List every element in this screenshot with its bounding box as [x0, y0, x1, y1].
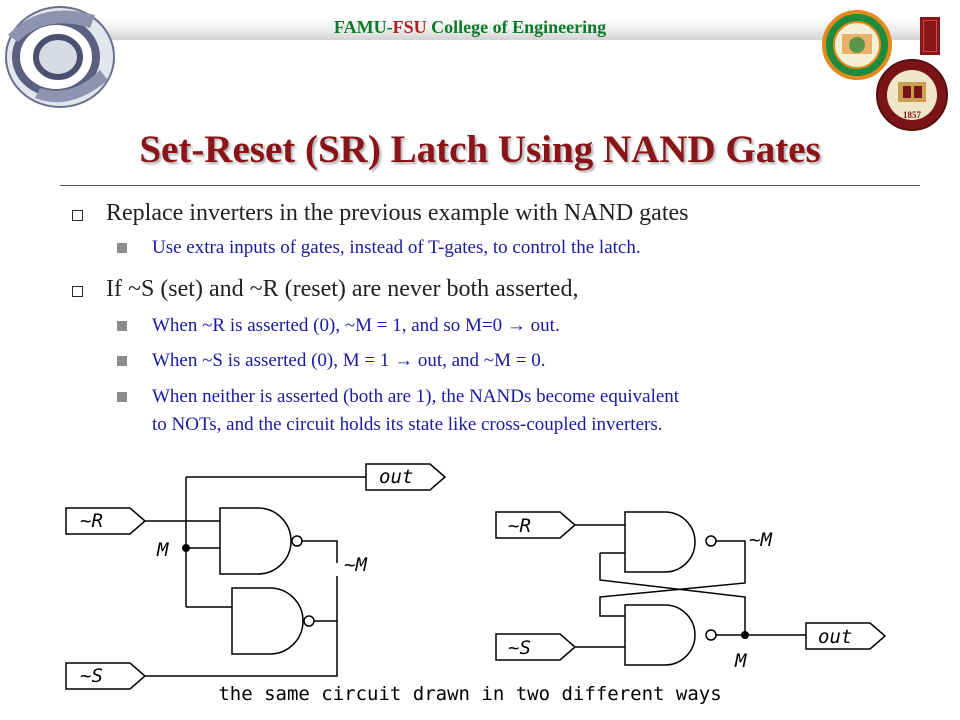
right-input-r-pin	[495, 511, 577, 539]
bullet-2-sub-3: When neither is asserted (both are 1), t…	[152, 386, 680, 407]
right-label-out: out	[818, 626, 852, 648]
left-nand-top-bubble	[291, 535, 303, 547]
header-college: College of Engineering	[431, 17, 607, 37]
right-nand-top	[624, 511, 696, 573]
right-output-pin	[805, 622, 887, 650]
bullet-box-icon	[72, 286, 83, 297]
bullet-2-text: If ~S (set) and ~R (reset) are never bot…	[106, 276, 579, 302]
title-divider	[60, 185, 920, 186]
figure-caption: the same circuit drawn in two different …	[218, 683, 722, 705]
slide-title: Set-Reset (SR) Latch Using NAND Gates	[139, 128, 821, 171]
right-label-s: ~S	[508, 637, 531, 659]
right-nand-bottom-bubble	[705, 629, 717, 641]
header-dash: -	[386, 17, 393, 37]
sub-bullet-square-icon	[117, 392, 127, 402]
bullet-1-text: Replace inverters in the previous exampl…	[106, 200, 689, 226]
header-accent-bar	[920, 17, 940, 55]
left-output-pin	[365, 463, 447, 491]
bullet-2-sub-1: When ~R is asserted (0), ~M = 1, and so …	[152, 315, 560, 336]
famu-seal	[822, 10, 892, 80]
bullet-2-sub-3-cont: to NOTs, and the circuit holds its state…	[152, 414, 663, 435]
left-nand-bottom-bubble	[303, 615, 315, 627]
left-nand-bottom	[231, 587, 304, 655]
header-fsu: FSU	[392, 17, 427, 37]
right-label-not-m: ~M	[749, 529, 772, 551]
header-title: FAMU-FSU College of Engineering	[0, 17, 940, 38]
left-label-r: ~R	[80, 510, 103, 532]
sub-bullet-square-icon	[117, 321, 127, 331]
sub-bullet-square-icon	[117, 356, 127, 366]
fsu-seal: 1857	[876, 59, 948, 131]
bullet-1-sub-1: Use extra inputs of gates, instead of T-…	[152, 237, 641, 258]
left-label-m: M	[156, 539, 169, 561]
header-band	[30, 20, 940, 40]
right-nand-bottom	[624, 604, 696, 666]
left-label-out: out	[379, 466, 413, 488]
left-label-s: ~S	[80, 665, 103, 687]
left-input-r-pin	[65, 507, 147, 535]
right-label-r: ~R	[508, 515, 531, 537]
coe-logo	[5, 6, 115, 108]
right-input-s-pin	[495, 633, 577, 661]
left-label-not-m: ~M	[344, 554, 367, 576]
bullet-box-icon	[72, 210, 83, 221]
header-famu: FAMU	[333, 17, 387, 37]
bullet-2-sub-2: When ~S is asserted (0), M = 1 → out, an…	[152, 350, 546, 371]
sub-bullet-square-icon	[117, 243, 127, 253]
right-label-m: M	[734, 650, 747, 672]
left-nand-top	[219, 507, 292, 575]
svg-text:1857: 1857	[903, 110, 922, 120]
right-nand-top-bubble	[705, 535, 717, 547]
right-node-m-dot	[741, 631, 749, 639]
left-input-s-pin	[65, 662, 147, 690]
left-node-m-dot	[182, 544, 190, 552]
